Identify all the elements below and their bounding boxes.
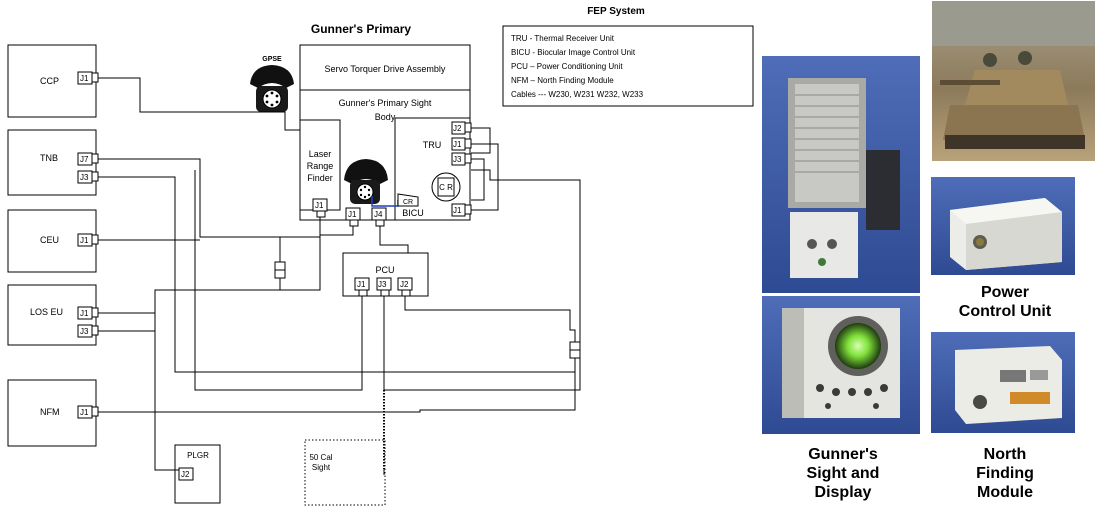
pcu-j2-label: J2 [400,280,409,289]
tru-j2-label: J2 [453,124,462,133]
gunners-sight-caption: Gunner's Sight and Display [770,445,916,502]
north-finding-caption: North Finding Module [935,445,1075,502]
gunners-sight-caption-3: Display [770,483,916,502]
servo-torquer-label: Servo Torquer Drive Assembly [325,64,446,74]
lrf-label-1: Laser [309,149,332,159]
gunners-sight-photo [762,56,920,293]
sight-j4-label: J4 [374,210,383,219]
los-eu-j3-label: J3 [80,327,89,336]
sight-body-label-1: Gunner's Primary Sight [339,98,432,108]
pcu-j1-label: J1 [357,280,366,289]
pcu-j3-label: J3 [378,280,387,289]
tru-label: TRU [423,140,442,150]
cr-small-label: CR [403,199,413,206]
fep-line-cables: Cables --- W230, W231 W232, W233 [511,90,644,99]
power-control-caption-1: Power [935,283,1075,302]
tnb-j7-label: J7 [80,155,89,164]
cable-lines [98,78,580,475]
power-control-unit-photo [931,177,1075,275]
sight-j1-label: J1 [348,210,357,219]
sight-handset-icon [344,159,388,204]
ceu-label: CEU [40,235,59,245]
pcu-label: PCU [375,265,394,275]
lrf-label-2: Range [307,161,334,171]
north-finding-caption-3: Module [935,483,1075,502]
ccp-label: CCP [40,76,59,86]
gunners-primary-title: Gunner's Primary [311,22,412,36]
fep-line-tru: TRU - Thermal Receiver Unit [511,34,615,43]
fep-heading: FEP System [587,6,645,17]
los-eu-label: LOS EU [30,307,63,317]
north-finding-module-photo [931,332,1075,433]
tnb-label: TNB [40,153,58,163]
plgr-label: PLGR [187,451,209,460]
gunners-sight-caption-1: Gunner's [770,445,916,464]
bicu-label: BICU [402,208,424,218]
lrf-label-3: Finder [307,173,333,183]
nfm-label: NFM [40,407,60,417]
fep-line-nfm: NFM – North Finding Module [511,76,614,85]
gpse-handset-icon [250,65,294,112]
fifty-cal-label-1: 50 Cal [309,453,332,462]
tnb-j3-label: J3 [80,173,89,182]
north-finding-caption-2: Finding [935,464,1075,483]
fifty-cal-sight-box [305,440,385,505]
gpse-label: GPSE [262,56,282,63]
los-eu-j1-label: J1 [80,309,89,318]
nfm-j1-label: J1 [80,408,89,417]
tru-j3-label: J3 [453,155,462,164]
sight-body-label-2: Body [375,112,396,122]
fep-line-pcu: PCU – Power Conditioning Unit [511,62,623,71]
tru-j1-label: J1 [453,140,462,149]
bicu-j1-label: J1 [453,206,462,215]
tank-photo [932,1,1095,161]
lrf-j1-label: J1 [315,201,324,210]
fep-line-bicu: BICU - Biocular Image Control Unit [511,48,636,57]
power-control-caption: Power Control Unit [935,283,1075,321]
power-control-caption-2: Control Unit [935,302,1075,321]
fifty-cal-label-2: Sight [312,463,331,472]
gunners-display-photo [762,296,920,434]
north-finding-caption-1: North [935,445,1075,464]
ccp-j1-label: J1 [80,74,89,83]
gunners-sight-caption-2: Sight and [770,464,916,483]
ceu-j1-label: J1 [80,236,89,245]
cr-big-label: C R [439,183,453,192]
plgr-j2-label: J2 [181,470,190,479]
